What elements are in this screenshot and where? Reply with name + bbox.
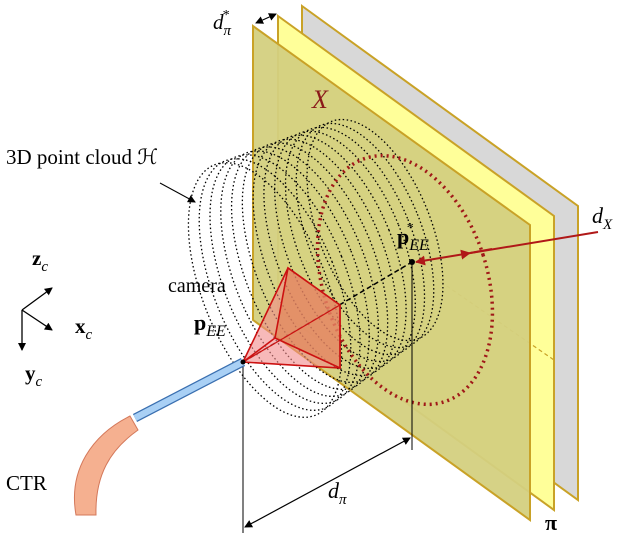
d-chi-arrow-back	[460, 248, 493, 260]
d-chi-arrow	[415, 231, 599, 266]
point-cloud-ring	[284, 126, 426, 356]
point-cloud-label: 3D point cloud ℋ	[6, 145, 158, 169]
d-pi-dimension-arrow	[244, 437, 411, 528]
p-ee-star-point	[409, 259, 415, 265]
chi-label: X	[311, 85, 329, 114]
pi-label: π	[545, 510, 557, 535]
d-pi-star-label: dπ*	[213, 8, 232, 39]
point-cloud-ring	[295, 122, 435, 349]
camera-frame-axes	[18, 287, 53, 351]
point-cloud-ring	[198, 158, 352, 411]
p-ee-label: pEE	[194, 310, 226, 340]
d-pi-label: dπ	[328, 478, 347, 508]
x-c-label: xc	[75, 314, 93, 343]
p-ee-star-label: pEE*	[397, 221, 429, 254]
point-cloud-ring	[263, 134, 407, 370]
point-cloud-ring	[241, 142, 389, 384]
target-ellipse	[315, 153, 495, 407]
point-cloud-ring	[274, 130, 416, 363]
point-cloud-ring	[209, 154, 361, 404]
z-c-label: zc	[32, 246, 48, 275]
d-chi-label: dX	[592, 203, 613, 233]
ctr-tube-inner	[133, 359, 245, 421]
ctr-body	[74, 415, 139, 516]
d-pi-star-arrow	[255, 13, 277, 24]
point-cloud-ring	[306, 118, 444, 342]
point-cloud-pointer	[159, 182, 196, 203]
camera-label: camera	[168, 275, 226, 297]
plane-front	[252, 24, 531, 522]
p-ee-point	[240, 359, 246, 365]
point-cloud-icon	[187, 118, 444, 418]
point-cloud-ring	[252, 138, 398, 377]
ctr-label: CTR	[6, 471, 47, 495]
point-cloud-ring	[230, 146, 380, 391]
camera-icon	[241, 266, 341, 370]
y-c-label: yc	[25, 361, 43, 390]
point-cloud-ring	[220, 150, 370, 398]
